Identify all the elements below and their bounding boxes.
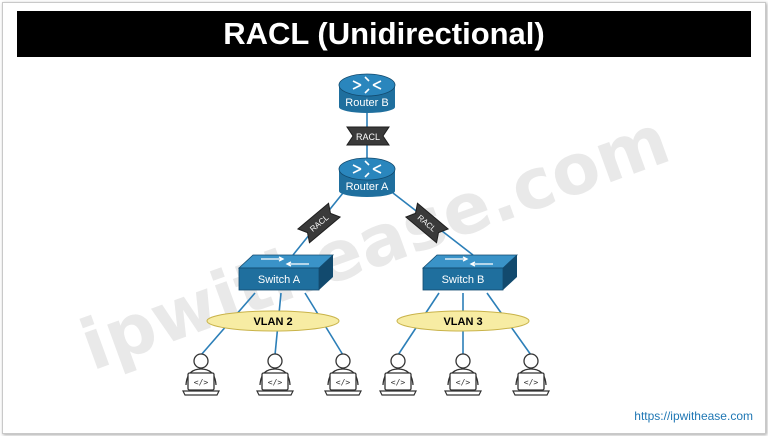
switch-arrows-icon xyxy=(261,256,309,267)
router-label: Router B xyxy=(345,97,388,109)
source-url: https://ipwithease.com xyxy=(634,409,753,423)
switch-b: Switch B xyxy=(421,254,519,291)
code-laptop-user-icon: </> xyxy=(512,353,550,396)
svg-text:</>: </> xyxy=(336,378,351,387)
switch-a: Switch A xyxy=(237,254,335,291)
code-laptop-user-icon: </> xyxy=(256,353,294,396)
racl-top: RACL xyxy=(346,126,390,146)
vlan-label: VLAN 3 xyxy=(443,316,482,328)
code-laptop-user-icon: </> xyxy=(444,353,482,396)
network-diagram: ipwithease.com RACL RACL RACL xyxy=(70,73,680,396)
svg-text:</>: </> xyxy=(524,378,539,387)
router-label: Router A xyxy=(346,181,389,193)
racl-label: RACL xyxy=(356,132,380,142)
hosts: </> </> </> </> </> </> xyxy=(182,353,550,396)
code-laptop-user-icon: </> xyxy=(324,353,362,396)
svg-text:</>: </> xyxy=(456,378,471,387)
vlan-2: VLAN 2 xyxy=(206,310,340,332)
vlan-3: VLAN 3 xyxy=(396,310,530,332)
router-a: Router A xyxy=(338,157,396,197)
racl-left: RACL xyxy=(296,202,342,244)
router-arrows-icon xyxy=(352,76,382,94)
switch-label: Switch A xyxy=(258,274,301,286)
vlan-label: VLAN 2 xyxy=(253,316,292,328)
router-arrows-icon xyxy=(352,160,382,178)
racl-right: RACL xyxy=(404,202,450,244)
svg-text:</>: </> xyxy=(391,378,406,387)
svg-text:</>: </> xyxy=(268,378,283,387)
code-laptop-user-icon: </> xyxy=(182,353,220,396)
switch-label: Switch B xyxy=(442,274,485,286)
switch-arrows-icon xyxy=(445,256,493,267)
page-title: RACL (Unidirectional) xyxy=(17,11,751,57)
router-b: Router B xyxy=(338,73,396,113)
svg-text:</>: </> xyxy=(194,378,209,387)
code-laptop-user-icon: </> xyxy=(379,353,417,396)
